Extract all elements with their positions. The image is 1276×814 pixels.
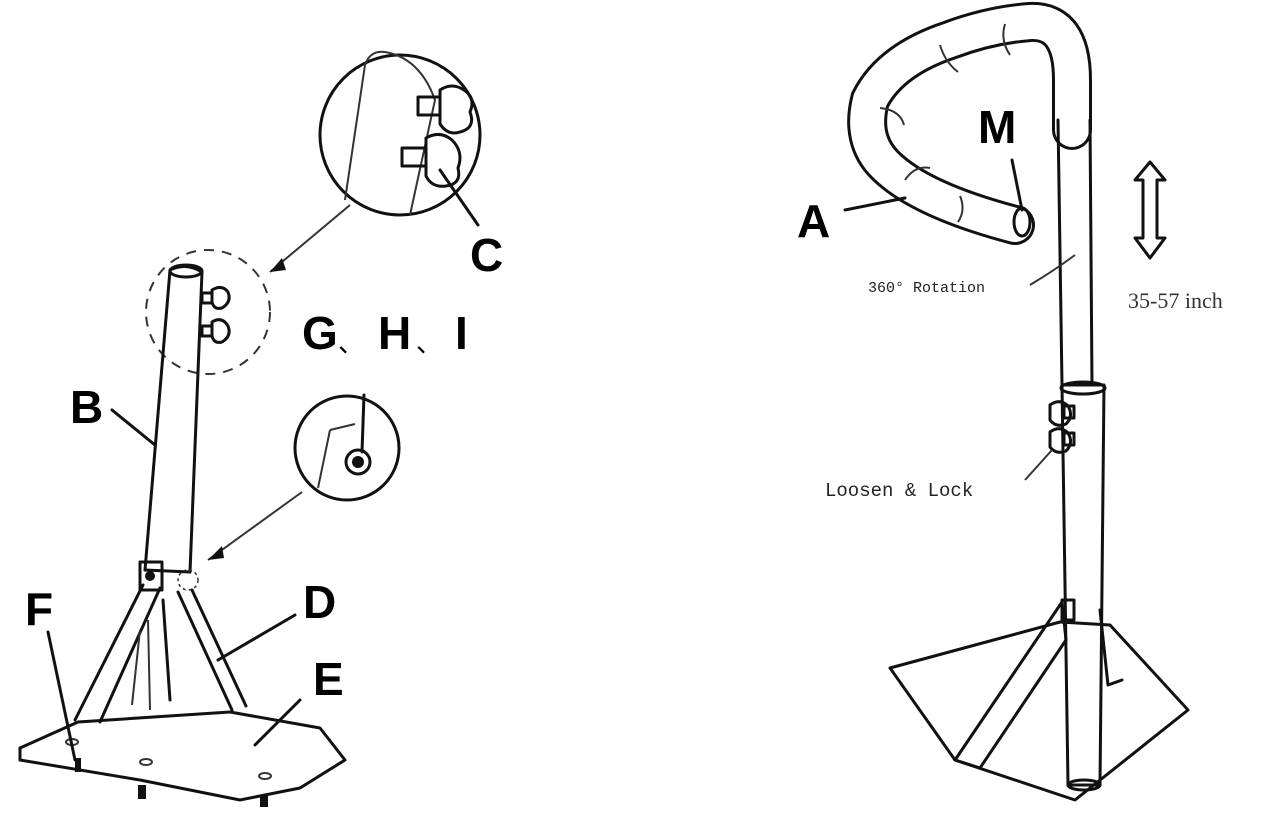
dashed-detail-circle: [145, 249, 271, 375]
leader-line-b: [110, 408, 157, 447]
height-adjust-arrow-icon: [1133, 160, 1167, 260]
padded-arm-a: [847, 2, 1092, 245]
leader-line-loosen: [1024, 449, 1053, 481]
label-rotation: 360° Rotation: [868, 280, 985, 297]
knob-detail-icon: [400, 84, 474, 188]
label-d: D: [303, 576, 336, 628]
bolt-detail-magnifier: [207, 393, 401, 561]
label-c: C: [470, 229, 503, 281]
locking-knobs-icon: [1048, 400, 1076, 454]
label-separator-2: 、: [416, 328, 442, 358]
leader-line-a: [843, 196, 907, 212]
label-i: I: [455, 307, 468, 359]
main-post: [1056, 118, 1107, 792]
label-e: E: [313, 653, 344, 705]
label-separator-1: 、: [338, 328, 364, 358]
label-g: G: [302, 307, 338, 359]
magnifier-pointer: [269, 204, 351, 273]
leader-line-h: [360, 393, 366, 454]
label-m: M: [978, 101, 1016, 153]
label-a: A: [797, 195, 830, 247]
right-assembly-diagram: M A 360° Rotation 35-57 inch Loosen & Lo…: [797, 2, 1223, 802]
leader-line-e: [253, 698, 302, 747]
knob-detail-magnifier: [318, 50, 482, 227]
leader-line-d: [216, 613, 297, 662]
label-f: F: [25, 583, 53, 635]
legs-d: [73, 583, 248, 724]
leader-line-m: [1010, 158, 1024, 212]
label-height-range: 35-57 inch: [1128, 288, 1223, 313]
left-assembly-diagram: B C G 、 H 、 I D E F: [18, 50, 503, 807]
base-plate-right: [888, 598, 1190, 802]
leader-line-f: [46, 630, 77, 762]
post-b: [143, 263, 231, 574]
leader-line-c: [438, 168, 480, 227]
base-plate-e: [18, 710, 347, 807]
label-b: B: [70, 381, 103, 433]
leader-line-rotation: [1029, 254, 1076, 286]
label-loosen-lock: Loosen & Lock: [825, 480, 973, 502]
label-h: H: [378, 307, 411, 359]
